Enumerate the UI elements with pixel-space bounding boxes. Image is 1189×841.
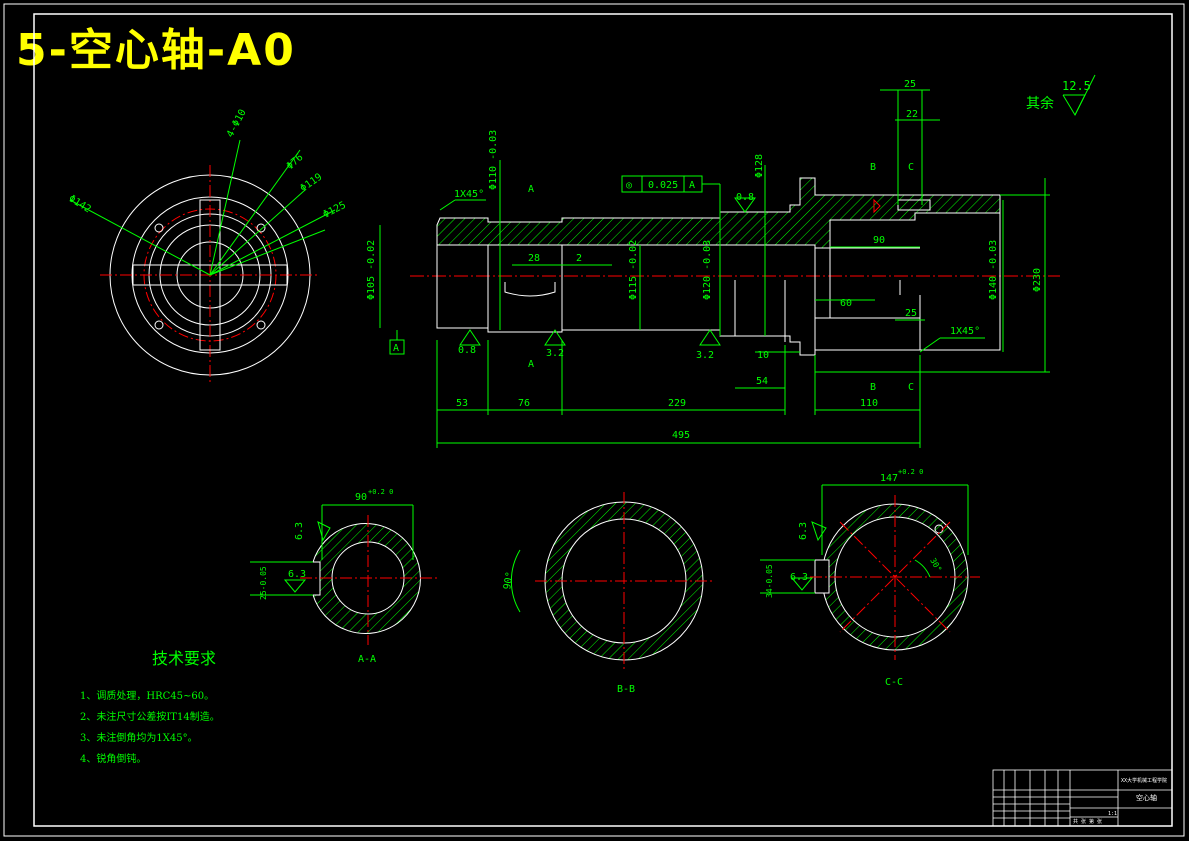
sheet-border-outer	[3, 3, 1185, 837]
roughness-other-label: 其余	[1026, 95, 1054, 112]
tech-requirements: 技术要求 1、调质处理，HRC45~60。 2、未注尺寸公差按IT14制造。 3…	[80, 645, 220, 771]
aa-tol: +0.2 0	[368, 488, 393, 496]
cc-width: 147	[880, 473, 898, 484]
dim-495: 495	[672, 430, 690, 441]
label-d119: Φ119	[298, 172, 324, 195]
sheet-border-inner	[33, 13, 1173, 827]
label-d125: Φ125	[321, 200, 347, 221]
end-view	[69, 139, 336, 385]
section-c-c: 147 +0.2 0 6.3 6.3 34-0.05 30° C-C	[760, 468, 980, 688]
rough-1: 0.8	[458, 345, 476, 356]
sec-b2: B	[870, 382, 876, 393]
aa-name: A-A	[358, 654, 376, 665]
cc-name: C-C	[885, 677, 903, 688]
dim-10: 10	[757, 350, 769, 361]
dia-140: Φ140 -0.03	[988, 240, 999, 300]
dim-60: 60	[840, 298, 852, 309]
dim-76: 76	[518, 398, 530, 409]
title-block	[992, 769, 1173, 827]
chamfer-right: 1X45°	[950, 326, 980, 337]
dia-115: Φ115 -0.02	[628, 240, 639, 300]
sec-c1: C	[908, 162, 914, 173]
dim-2: 2	[576, 253, 582, 264]
tol-value: 0.025	[648, 180, 678, 191]
section-a-a: 90 +0.2 0 6.3 6.3 25-0.05 A-A	[250, 488, 440, 665]
school-name: XX大学机械工程学院	[1121, 777, 1167, 784]
tech-item-4: 4、锐角倒钝。	[80, 754, 147, 765]
aa-width: 90	[355, 492, 367, 503]
datum-a: A	[393, 343, 399, 354]
dia-230: Φ230	[1032, 268, 1043, 292]
cc-dim: 34-0.05	[765, 564, 774, 598]
dia-110: Φ110 -0.03	[488, 130, 499, 190]
rough-3: 3.2	[696, 350, 714, 361]
tech-item-3: 3、未注倒角均为1X45°。	[80, 733, 198, 744]
section-b-b: 90° B-B	[502, 492, 715, 695]
scale: 1:1	[1108, 811, 1117, 817]
main-view-dim-text: 53 76 229 110 495 54 10 60 90 25 25 22 2…	[366, 79, 1091, 441]
aa-dim: 25-0.05	[259, 566, 268, 600]
dim-110: 110	[860, 398, 878, 409]
label-d142: Φ142	[66, 193, 92, 215]
main-view-dimensions	[379, 74, 1096, 448]
cc-tol: +0.2 0	[898, 468, 923, 476]
dim-22: 22	[906, 109, 918, 120]
cc-rough1: 6.3	[798, 522, 809, 540]
sec-b1: B	[870, 162, 876, 173]
end-view-labels: 4-Φ10 Φ76 Φ119 Φ125 Φ142	[66, 108, 347, 221]
dim-25-upper: 25	[904, 79, 916, 90]
dia-128: Φ128	[754, 154, 765, 178]
dim-53: 53	[456, 398, 468, 409]
tech-heading: 技术要求	[152, 649, 217, 668]
label-holes: 4-Φ10	[225, 108, 249, 140]
title-block-text: XX大学机械工程学院 空心轴 1:1 共 张 第 张	[1073, 777, 1167, 825]
sec-a1: A	[528, 184, 534, 195]
dim-54: 54	[756, 376, 768, 387]
sec-c2: C	[908, 382, 914, 393]
cc-rough2: 6.3	[790, 572, 808, 583]
bb-angle: 90°	[502, 571, 516, 591]
dim-90: 90	[873, 235, 885, 246]
bb-name: B-B	[617, 684, 635, 695]
dim-229: 229	[668, 398, 686, 409]
dia-105: Φ105 -0.02	[366, 240, 377, 300]
tech-item-2: 2、未注尺寸公差按IT14制造。	[80, 712, 220, 723]
sheet-count: 共 张 第 张	[1073, 818, 1102, 825]
aa-rough1: 6.3	[294, 522, 305, 540]
sec-a2: A	[528, 359, 534, 370]
rough-2: 3.2	[546, 348, 564, 359]
drawing-title: 5-空心轴-A0	[16, 25, 296, 76]
chamfer-left: 1X45°	[454, 189, 484, 200]
tol-datum: A	[689, 180, 695, 191]
tol-symbol: ◎	[626, 180, 632, 191]
rough-4: 0.8	[736, 192, 754, 203]
dim-25-lower: 25	[905, 308, 917, 319]
tech-item-1: 1、调质处理，HRC45~60。	[80, 691, 215, 702]
aa-rough2: 6.3	[288, 569, 306, 580]
roughness-other-value: 12.5	[1062, 79, 1091, 93]
label-d76: Φ76	[285, 152, 306, 172]
part-name: 空心轴	[1136, 793, 1157, 802]
dim-28: 28	[528, 253, 540, 264]
dia-120: Φ120 -0.03	[702, 240, 713, 300]
